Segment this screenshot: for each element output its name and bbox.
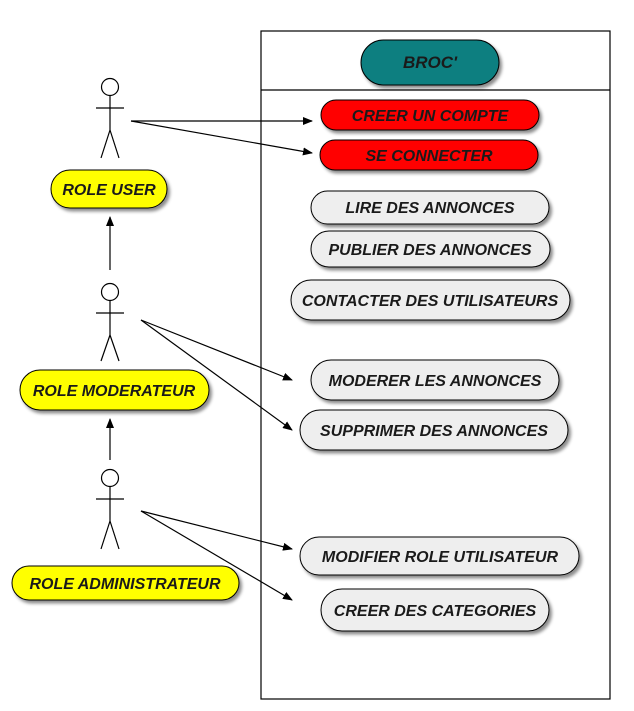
use-case-create-account-label: CREER UN COMPTE	[352, 108, 510, 125]
use-case-contact-users-label: CONTACTER DES UTILISATEURS	[302, 293, 559, 310]
association-arrow-admin-create-categories	[140, 510, 293, 601]
use-case-publish-ads-label: PUBLIER DES ANNONCES	[329, 242, 532, 259]
actor-moderator-icon	[96, 282, 124, 362]
actor-admin-icon	[96, 468, 124, 550]
use-case-publish-ads: PUBLIER DES ANNONCES	[310, 230, 551, 268]
use-case-read-ads: LIRE DES ANNONCES	[310, 190, 550, 225]
use-case-read-ads-label: LIRE DES ANNONCES	[345, 200, 515, 217]
use-case-contact-users: CONTACTER DES UTILISATEURS	[290, 279, 571, 321]
role-moderator-badge: ROLE MODERATEUR	[19, 369, 210, 411]
use-case-modify-user-role-label: MODIFIER ROLE UTILISATEUR	[322, 549, 559, 566]
use-case-modify-user-role: MODIFIER ROLE UTILISATEUR	[299, 536, 580, 576]
system-title: BROC'	[360, 39, 500, 86]
role-user-label: ROLE USER	[62, 182, 156, 199]
role-user-badge: ROLE USER	[50, 169, 168, 209]
association-arrow-moderator-delete	[140, 319, 293, 431]
use-case-login-label: SE CONNECTER	[365, 148, 493, 165]
association-arrow-moderator-moderate	[140, 319, 293, 381]
use-case-create-account: CREER UN COMPTE	[320, 99, 540, 131]
use-case-delete-ads: SUPPRIMER DES ANNONCES	[299, 409, 569, 451]
system-title-label: BROC'	[403, 53, 458, 72]
use-case-delete-ads-label: SUPPRIMER DES ANNONCES	[320, 423, 548, 440]
role-admin-label: ROLE ADMINISTRATEUR	[29, 576, 221, 593]
association-arrow-user-login	[130, 120, 313, 156]
use-case-moderate-ads: MODERER LES ANNONCES	[310, 359, 560, 401]
association-arrow-admin-modify-role	[140, 510, 293, 551]
role-moderator-label: ROLE MODERATEUR	[33, 383, 196, 400]
use-case-create-categories-label: CREER DES CATEGORIES	[334, 603, 537, 620]
actor-user-icon	[96, 77, 124, 159]
use-case-create-categories: CREER DES CATEGORIES	[320, 588, 550, 632]
use-case-login: SE CONNECTER	[319, 139, 539, 171]
role-admin-badge: ROLE ADMINISTRATEUR	[11, 565, 240, 601]
use-case-moderate-ads-label: MODERER LES ANNONCES	[329, 373, 542, 390]
